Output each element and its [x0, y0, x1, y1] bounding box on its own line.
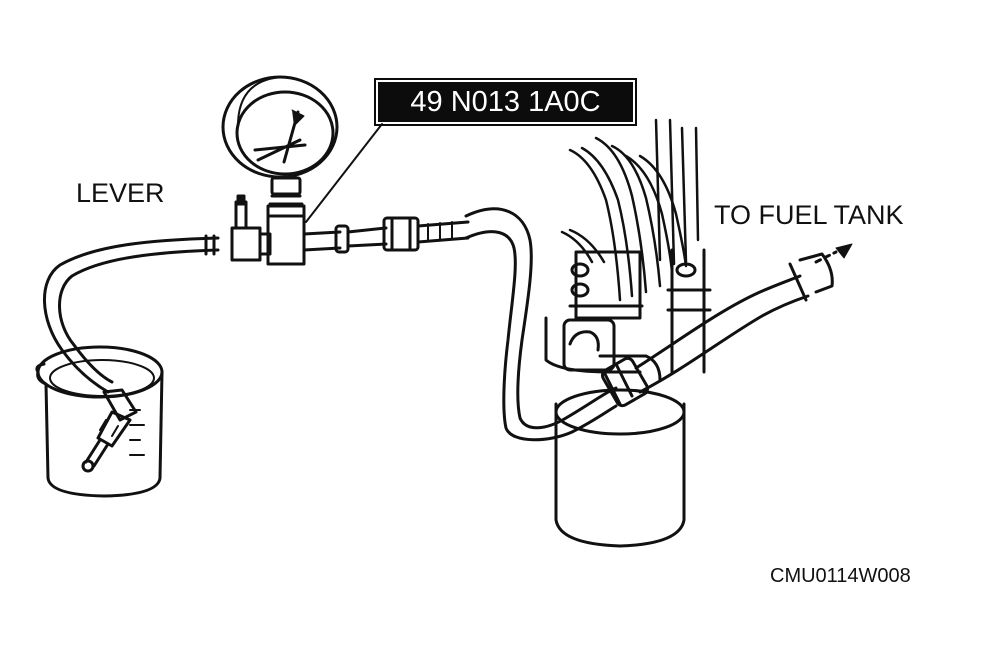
beaker — [35, 345, 164, 498]
to-fuel-tank-label: TO FUEL TANK — [714, 200, 904, 230]
flow-arrow — [814, 243, 853, 264]
hose-to-filter — [464, 207, 618, 442]
pressure-gauge — [221, 75, 339, 206]
fuel-lines — [560, 118, 700, 302]
gauge-body — [230, 194, 306, 266]
nozzle — [81, 388, 138, 473]
pipe-right — [302, 216, 470, 254]
callout-leader — [305, 123, 383, 223]
lever-label: LEVER — [76, 178, 165, 208]
fuel-filter — [544, 248, 712, 548]
tool-part-number-callout: 49 N013 1A0C — [374, 78, 637, 126]
figure-code: CMU0114W008 — [770, 565, 911, 587]
hose-to-fuel-tank — [600, 252, 834, 408]
hose-to-beaker — [43, 234, 220, 394]
